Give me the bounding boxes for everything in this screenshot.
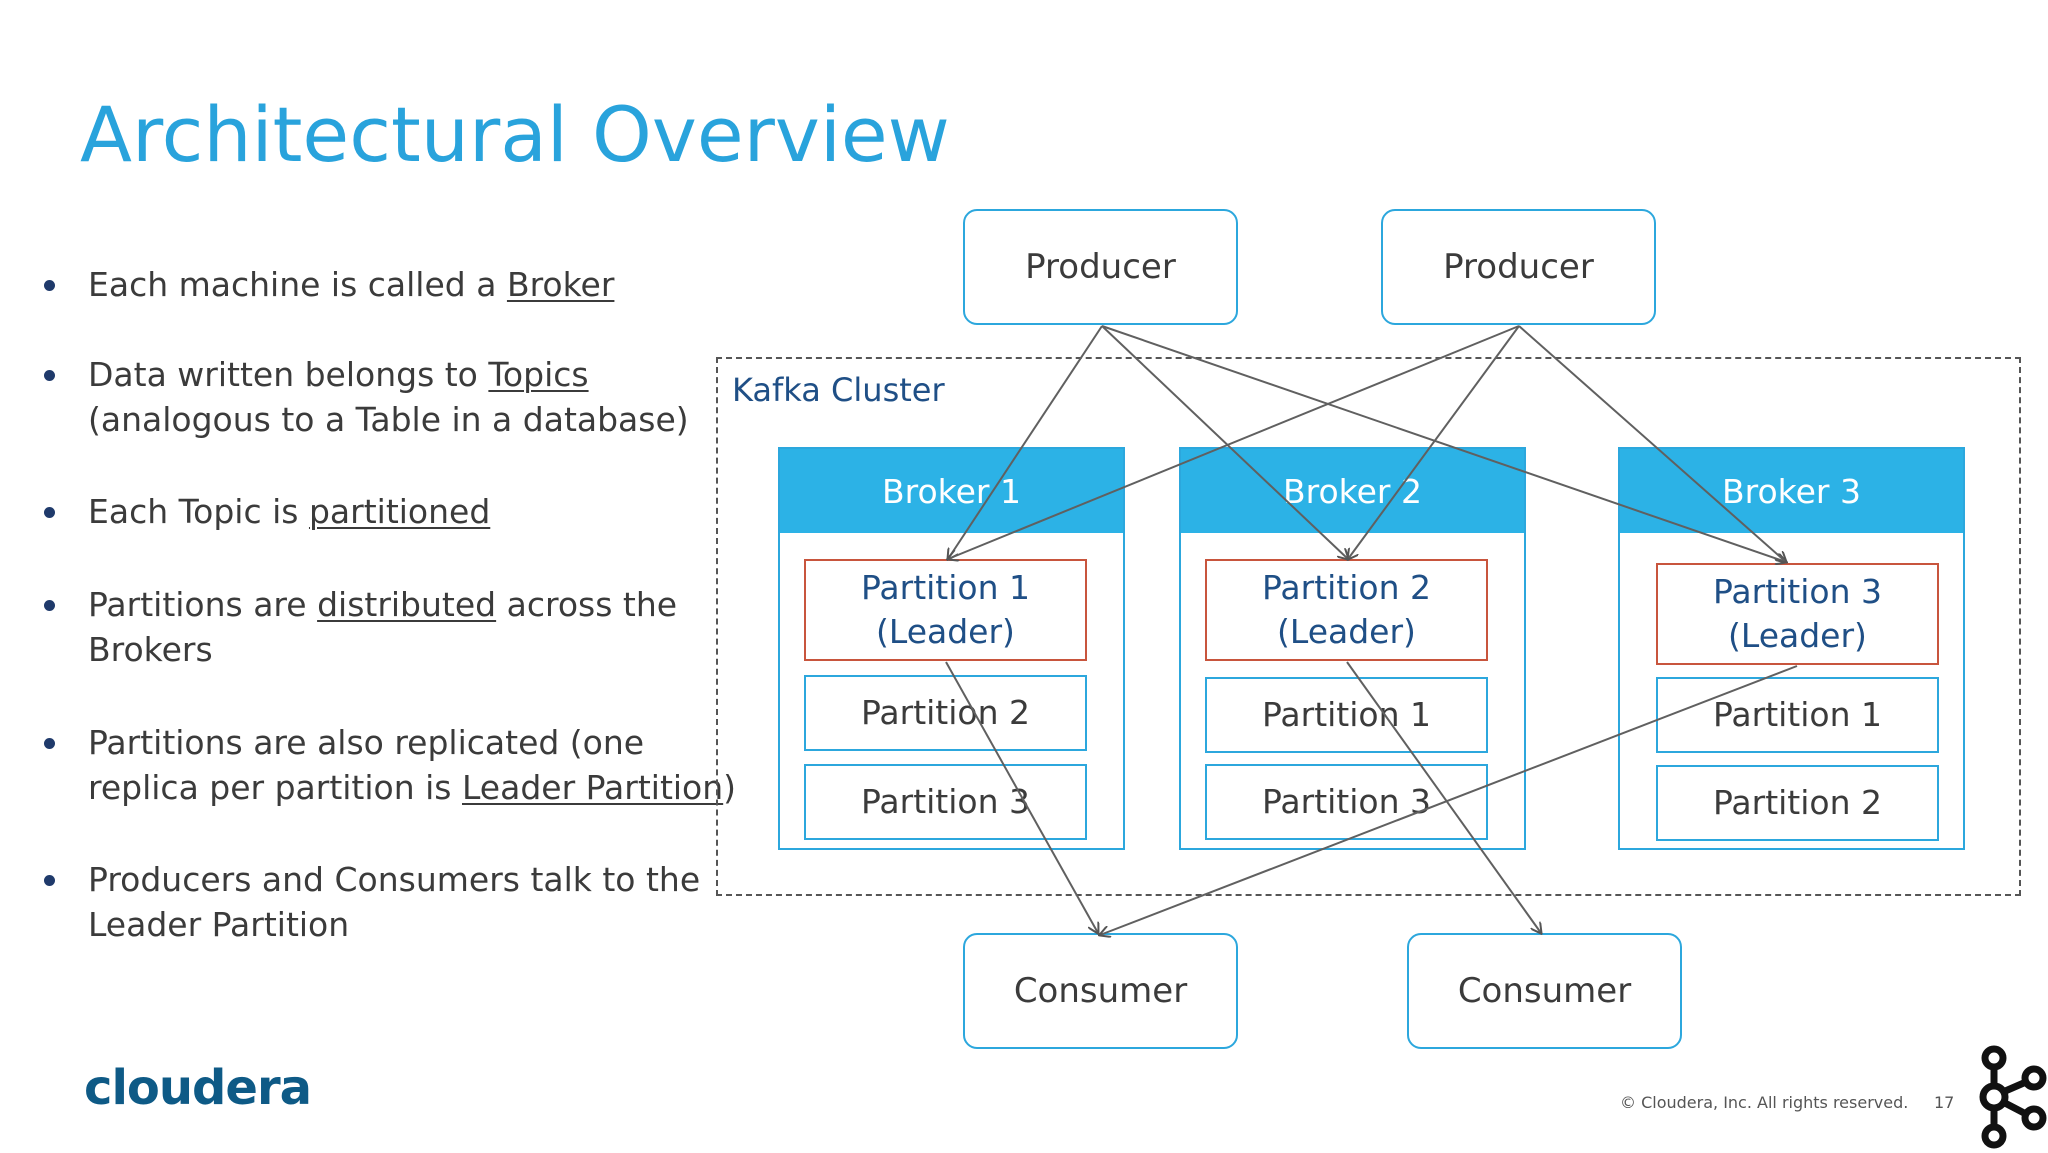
partition-label: Partition 3 — [1261, 782, 1431, 821]
slide-title: Architectural Overview — [80, 90, 950, 179]
bullet-underlined-term: Leader Partition — [462, 768, 724, 807]
broker-3: Broker 3 Partition 3 (Leader) Partition 1… — [1618, 447, 1965, 850]
consumer-node-1: Consumer — [963, 933, 1238, 1049]
bullet-line: Partitions are distributed across the — [88, 582, 677, 627]
partition-label: Partition 1 — [1712, 695, 1882, 734]
partition-replica: Partition 2 — [1656, 765, 1939, 841]
bullet-text: ) — [723, 768, 737, 807]
bullet-text: Each Topic is — [88, 492, 309, 531]
bullet-line: Leader Partition — [88, 905, 350, 944]
bullet-text: across the — [496, 585, 678, 624]
partition-replica: Partition 2 — [804, 675, 1087, 751]
bullet-underlined-term: distributed — [317, 585, 497, 624]
bullet-line: Brokers — [88, 630, 213, 669]
leader-label: (Leader) — [1277, 612, 1416, 651]
leader-label: (Leader) — [1728, 616, 1867, 655]
partition-replica: Partition 3 — [804, 764, 1087, 840]
bullet-line: Partitions are also replicated (one — [88, 723, 645, 762]
broker-header: Broker 3 — [1620, 449, 1963, 533]
bullet-line: Each Topic is partitioned — [88, 489, 490, 534]
bullet-item: Each machine is called a Broker — [40, 262, 614, 307]
consumer-node-2: Consumer — [1407, 933, 1682, 1049]
page-number: 17 — [1934, 1093, 1955, 1112]
producer-node-2: Producer — [1381, 209, 1656, 325]
bullet-underlined-term: Topics — [488, 355, 589, 394]
partition-label: Partition 2 — [1261, 568, 1431, 607]
partition-replica: Partition 3 — [1205, 764, 1488, 840]
bullet-underlined-term: partitioned — [308, 492, 491, 531]
apache-kafka-icon — [1979, 1045, 2047, 1149]
partition-leader: Partition 2 (Leader) — [1205, 559, 1488, 661]
bullet-item: Data written belongs to Topics (analogou… — [40, 352, 689, 442]
bullet-text: replica per partition is — [88, 768, 462, 807]
partition-label: Partition 3 — [860, 782, 1030, 821]
bullet-line: Each machine is called a Broker — [88, 262, 614, 307]
cloudera-logo: cloudera — [84, 1060, 312, 1116]
kafka-cluster-label: Kafka Cluster — [732, 371, 945, 409]
producer-node-1: Producer — [963, 209, 1238, 325]
broker-header: Broker 1 — [780, 449, 1123, 533]
bullet-line: Producers and Consumers talk to the — [88, 860, 701, 899]
bullet-text: Each machine is called a — [88, 265, 507, 304]
partition-replica: Partition 1 — [1656, 677, 1939, 753]
copyright-text: © Cloudera, Inc. All rights reserved. — [1620, 1093, 1909, 1112]
broker-1: Broker 1 Partition 1 (Leader) Partition 2… — [778, 447, 1125, 850]
partition-label: Partition 2 — [1712, 783, 1882, 822]
bullet-item: Partitions are distributed across the Br… — [40, 582, 677, 672]
partition-leader: Partition 3 (Leader) — [1656, 563, 1939, 665]
bullet-underlined-term: Broker — [506, 265, 615, 304]
bullet-text: Data written belongs to — [88, 355, 489, 394]
partition-label: Partition 1 — [1261, 695, 1431, 734]
partition-leader: Partition 1 (Leader) — [804, 559, 1087, 661]
bullet-item: Partitions are also replicated (one repl… — [40, 720, 736, 810]
bullet-line: replica per partition is Leader Partitio… — [88, 765, 736, 810]
partition-label: Partition 3 — [1712, 572, 1882, 611]
partition-replica: Partition 1 — [1205, 677, 1488, 753]
broker-header: Broker 2 — [1181, 449, 1524, 533]
partition-label: Partition 1 — [860, 568, 1030, 607]
partition-label: Partition 2 — [860, 693, 1030, 732]
bullet-text: Partitions are — [88, 585, 318, 624]
bullet-item: Each Topic is partitioned — [40, 489, 490, 534]
bullet-line: Data written belongs to Topics — [88, 352, 689, 397]
bullet-item: Producers and Consumers talk to the Lead… — [40, 857, 700, 947]
bullet-line: (analogous to a Table in a database) — [88, 400, 689, 439]
broker-2: Broker 2 Partition 2 (Leader) Partition 1… — [1179, 447, 1526, 850]
leader-label: (Leader) — [876, 612, 1015, 651]
